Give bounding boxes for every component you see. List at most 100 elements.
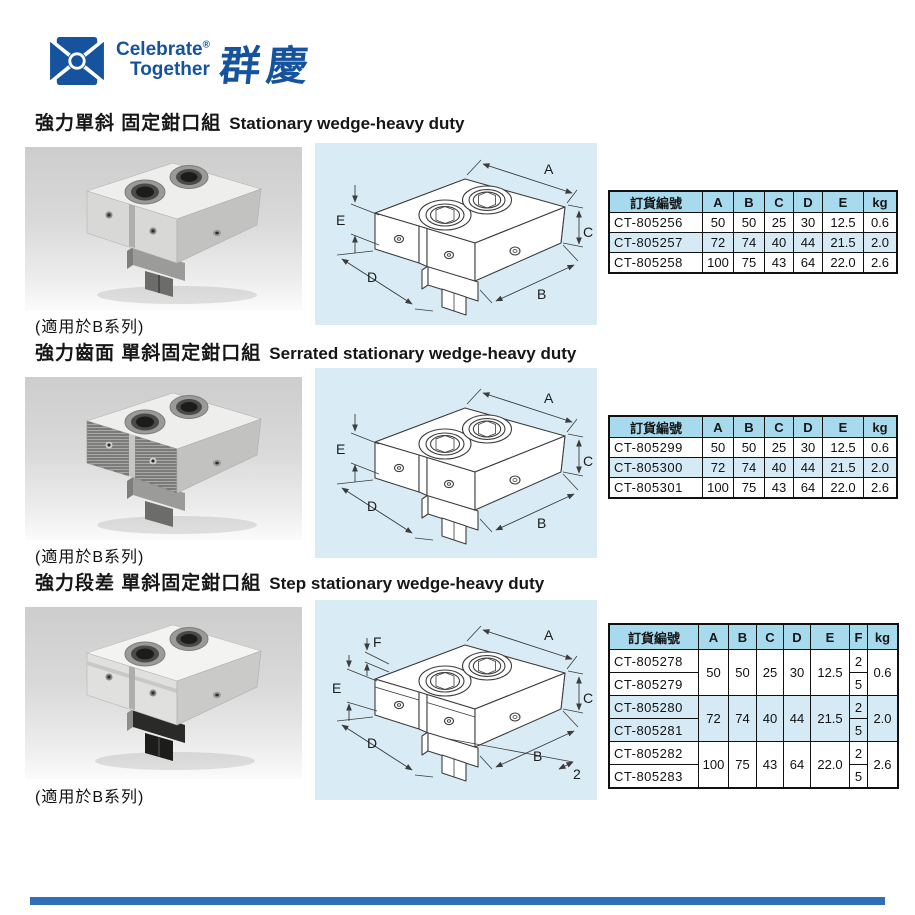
table-cell: 44: [793, 457, 823, 478]
table-cell: 100: [702, 477, 734, 499]
table-cell: 0.6: [867, 649, 899, 696]
column-header: E: [822, 415, 864, 438]
brand-name: Celebrate® Together: [116, 40, 210, 80]
table-cell: 44: [793, 232, 823, 253]
table-cell: 21.5: [822, 232, 864, 253]
section2-diagram: A C B D E: [315, 368, 597, 558]
dim-label-A: A: [544, 161, 554, 177]
table-cell: 44: [783, 695, 811, 742]
section2-title-zh: 強力齒面 單斜固定鉗口組: [35, 343, 262, 364]
table-cell: CT-805279: [608, 672, 699, 696]
dim-label-B: B: [537, 515, 546, 531]
section2-title: 強力齒面 單斜固定鉗口組 Serrated stationary wedge-he…: [35, 338, 576, 366]
table-cell: 50: [702, 212, 734, 233]
section1-note: (適用於B系列): [35, 319, 145, 336]
dim-label-C: C: [583, 690, 593, 706]
table-cell: 50: [733, 437, 765, 458]
table-cell: 64: [793, 477, 823, 499]
section2-note: (適用於B系列): [35, 549, 145, 566]
table-cell: CT-805278: [608, 649, 699, 673]
table-cell: 75: [728, 741, 757, 789]
table-cell: 22.0: [822, 477, 864, 499]
table-cell: 75: [733, 252, 765, 274]
section1-dimension-drawing: A C B D E: [336, 159, 593, 316]
section1-jaw-photo-graphic: [86, 162, 262, 304]
dim-label-E: E: [336, 212, 345, 228]
section2-product-photo: [25, 377, 302, 540]
column-header: B: [733, 415, 765, 438]
brand-logo: Celebrate® Together 群慶: [48, 36, 316, 92]
section3-note: (適用於B系列): [35, 789, 145, 806]
table-cell: CT-805283: [608, 764, 699, 789]
table-cell: 74: [733, 457, 765, 478]
brand-line1: Celebrate: [116, 39, 203, 60]
table-cell: 12.5: [822, 212, 864, 233]
table-cell: CT-805281: [608, 718, 699, 742]
table-cell: 2.0: [867, 695, 899, 742]
column-header: B: [733, 190, 765, 213]
section1-diagram: A C B D E: [315, 143, 597, 325]
column-header: 訂貨編號: [608, 415, 703, 438]
table-cell: 5: [849, 672, 868, 696]
table-cell: 2.0: [863, 232, 898, 253]
table-cell: 72: [702, 232, 734, 253]
column-header: A: [702, 415, 734, 438]
table-cell: 5: [849, 764, 868, 789]
table-cell: 12.5: [822, 437, 864, 458]
table-cell: 12.5: [810, 649, 850, 696]
table-cell: 64: [793, 252, 823, 274]
table-cell: 2: [849, 695, 868, 719]
column-header: B: [728, 623, 757, 650]
table-cell: CT-805282: [608, 741, 699, 765]
section3-title-zh: 強力段差 單斜固定鉗口組: [35, 573, 262, 594]
table-cell: 43: [764, 477, 794, 499]
dim-label-2: 2: [573, 766, 581, 782]
column-header: D: [783, 623, 811, 650]
column-header: C: [764, 190, 794, 213]
table-cell: 2.6: [863, 477, 898, 499]
table-cell: 74: [733, 232, 765, 253]
section2-title-en: Serrated stationary wedge-heavy duty: [269, 344, 577, 363]
table-cell: 40: [764, 457, 794, 478]
section3-product-photo: [25, 607, 302, 779]
brand-line2: Together: [130, 58, 210, 80]
dim-label-D: D: [367, 269, 377, 285]
column-header: kg: [863, 190, 898, 213]
table-cell: CT-805257: [608, 232, 703, 253]
table-cell: 43: [756, 741, 784, 789]
dim-label-B: B: [533, 748, 542, 764]
table-cell: CT-805258: [608, 252, 703, 274]
table-cell: 2.6: [863, 252, 898, 274]
section2-dimension-drawing: A C B D E: [336, 388, 593, 545]
dim-label-C: C: [583, 224, 593, 240]
table-cell: 100: [702, 252, 734, 274]
column-header: C: [756, 623, 784, 650]
table-cell: 30: [783, 649, 811, 696]
table-cell: 43: [764, 252, 794, 274]
table-cell: CT-805280: [608, 695, 699, 719]
table-cell: 5: [849, 718, 868, 742]
section3-diagram: A C B D E F 2: [315, 600, 597, 800]
dim-label-B: B: [537, 286, 546, 302]
table-cell: 75: [733, 477, 765, 499]
column-header: A: [698, 623, 729, 650]
column-header: 訂貨編號: [608, 623, 699, 650]
table-cell: CT-805301: [608, 477, 703, 499]
column-header: E: [810, 623, 850, 650]
table-cell: 40: [756, 695, 784, 742]
dim-label-A: A: [544, 390, 554, 406]
